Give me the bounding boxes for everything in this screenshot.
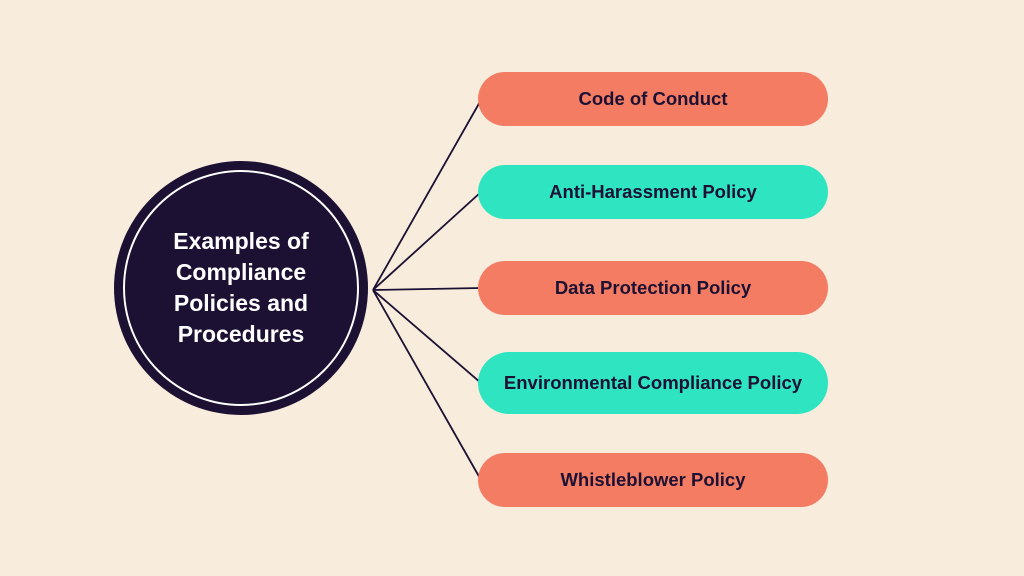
policy-node-label: Environmental Compliance Policy <box>503 372 803 394</box>
policy-node-data-protection: Data Protection Policy <box>478 261 828 315</box>
connector-line <box>372 289 482 481</box>
policy-node-label: Code of Conduct <box>578 88 728 110</box>
policy-node-label: Anti-Harassment Policy <box>549 181 757 203</box>
central-topic-node: Examples of Compliance Policies and Proc… <box>114 161 368 415</box>
policy-node-label: Data Protection Policy <box>554 277 752 299</box>
connector-line <box>372 191 482 291</box>
connector-line <box>372 99 482 291</box>
policy-node-whistleblower: Whistleblower Policy <box>478 453 828 507</box>
policy-node-anti-harassment: Anti-Harassment Policy <box>478 165 828 219</box>
central-topic-label: Examples of Compliance Policies and Proc… <box>173 227 309 348</box>
connector-line <box>372 289 482 384</box>
policy-node-environmental-compliance: Environmental Compliance Policy <box>478 352 828 414</box>
policy-node-label: Whistleblower Policy <box>560 469 746 491</box>
policy-node-code-of-conduct: Code of Conduct <box>478 72 828 126</box>
connector-line <box>372 287 482 291</box>
